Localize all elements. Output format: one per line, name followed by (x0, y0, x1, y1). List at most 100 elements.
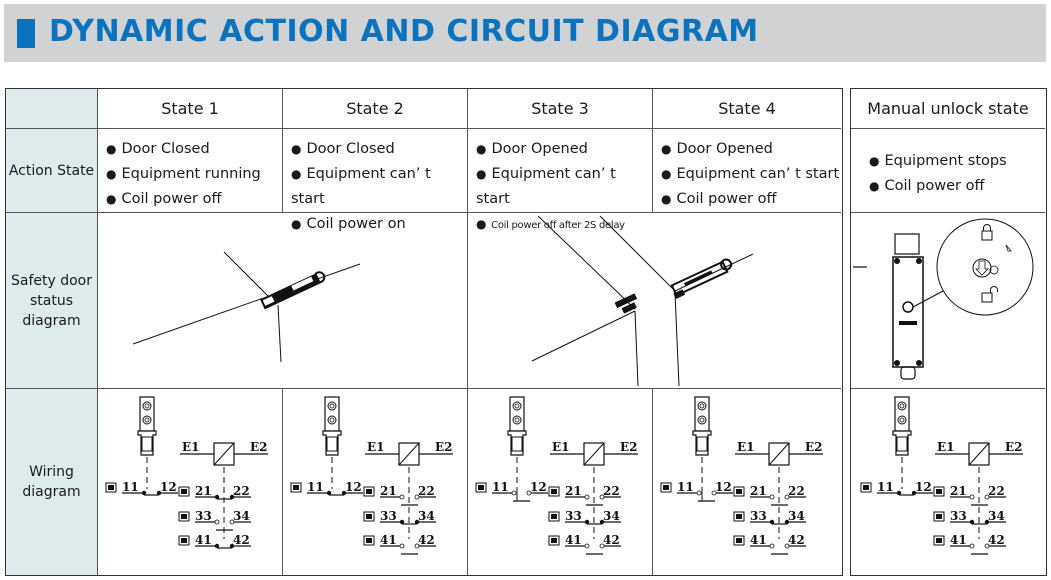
bullet-item: ●Coil power off (106, 191, 222, 207)
contact-node (141, 490, 147, 496)
actuator-hole (142, 415, 152, 425)
bullet-item: ●Door Opened (476, 141, 588, 157)
actuator-hole (327, 401, 337, 411)
contact-node (969, 494, 975, 500)
contact-node (696, 490, 702, 496)
actuator-hole (897, 415, 907, 425)
state-4-header: State 4 (653, 89, 841, 129)
bullet-item: ●Coil power off (869, 178, 985, 194)
terminal-label: 12 (345, 480, 362, 494)
door-edge-line (537, 215, 636, 310)
contact-node (784, 494, 790, 500)
terminal-label: 41 (750, 533, 767, 547)
contact-node (711, 490, 717, 496)
terminal-tag-fill (936, 514, 942, 519)
actuator-hole (697, 401, 707, 411)
section-banner: DYNAMIC ACTION AND CIRCUIT DIAGRAM (4, 4, 1046, 62)
coil-label-e1: E1 (552, 440, 570, 454)
door-edge-line (132, 263, 361, 345)
lock-closed-icon (981, 224, 993, 241)
coil-diagonal (213, 442, 235, 466)
actuator-slot (326, 436, 338, 452)
coil-label-e2: E2 (1005, 440, 1023, 454)
terminal-label: 11 (677, 480, 694, 494)
terminal-label: 41 (195, 533, 212, 547)
bullet-item: ●Door Opened (661, 141, 773, 157)
terminal-label: 22 (233, 484, 250, 498)
terminal-label: 11 (877, 480, 894, 494)
contact-node (769, 519, 775, 525)
actuator-hole (699, 403, 705, 409)
switch-body-icon (892, 233, 924, 380)
door-vertical-line (634, 310, 639, 387)
bullet-item: ●Equipment running (106, 166, 261, 182)
terminal-tag-fill (366, 489, 372, 494)
coil-diagonal (768, 442, 790, 466)
contact-node (769, 543, 775, 549)
actuator-hole (699, 417, 705, 423)
actuator-hole (512, 415, 522, 425)
contact-node (414, 543, 420, 549)
coil-diagonal (583, 442, 605, 466)
terminal-label: 34 (988, 509, 1005, 523)
terminal-tag-fill (181, 514, 187, 519)
terminal-tag-fill (366, 514, 372, 519)
contact-node (214, 519, 220, 525)
actuator-hole (697, 415, 707, 425)
terminal-label: 11 (307, 480, 324, 494)
terminal-label: 33 (195, 509, 212, 523)
coil-label-e2: E2 (805, 440, 823, 454)
contact-node (341, 490, 347, 496)
coil-diagonal (968, 442, 990, 466)
bullet-item: ●Equipment can’ t start (476, 166, 616, 207)
frame-edge-line (599, 215, 676, 292)
actuator-slot (141, 436, 153, 452)
terminal-tag-fill (863, 485, 869, 490)
bullet-item: ●Coil power on (291, 216, 406, 232)
actuator-slot (511, 436, 523, 452)
terminal-label: 42 (603, 533, 620, 547)
unlock-knob-icon (972, 258, 999, 278)
bullet-item: ●Door Closed (291, 141, 395, 157)
coil-label-e1: E1 (937, 440, 955, 454)
terminal-label: 34 (788, 509, 805, 523)
terminal-label: 42 (233, 533, 250, 547)
manual-unlock-action: ●Equipment stops ●Coil power off (851, 129, 1045, 213)
terminal-label: 11 (492, 480, 509, 494)
contact-node (784, 543, 790, 549)
actuator-hole (514, 403, 520, 409)
contact-node (896, 490, 902, 496)
frame-vertical-line (674, 292, 680, 387)
terminal-label: 12 (530, 480, 547, 494)
coil-label-e2: E2 (620, 440, 638, 454)
door-closed-drawing (132, 251, 361, 363)
page-title: DYNAMIC ACTION AND CIRCUIT DIAGRAM (49, 14, 759, 49)
bullet-item: ●Equipment can’ t start (291, 166, 431, 207)
contact-node (414, 519, 420, 525)
terminal-tag-fill (663, 485, 669, 490)
contact-node (769, 494, 775, 500)
contact-node (414, 494, 420, 500)
terminal-label: 22 (788, 484, 805, 498)
header-label-cell (6, 89, 98, 129)
contact-node (784, 519, 790, 525)
terminal-label: 42 (418, 533, 435, 547)
contact-node (229, 543, 235, 549)
terminal-label: 33 (750, 509, 767, 523)
door-open-drawing (531, 215, 754, 387)
actuator-hole (144, 417, 150, 423)
manual-unlock-drawing (853, 218, 1034, 380)
actuator-hole (144, 403, 150, 409)
actuator-hole (514, 417, 520, 423)
row-label-safety-door: Safety door status diagram (6, 213, 98, 389)
terminal-tag-fill (108, 485, 114, 490)
state-2-header: State 2 (283, 89, 468, 129)
contact-node (584, 494, 590, 500)
